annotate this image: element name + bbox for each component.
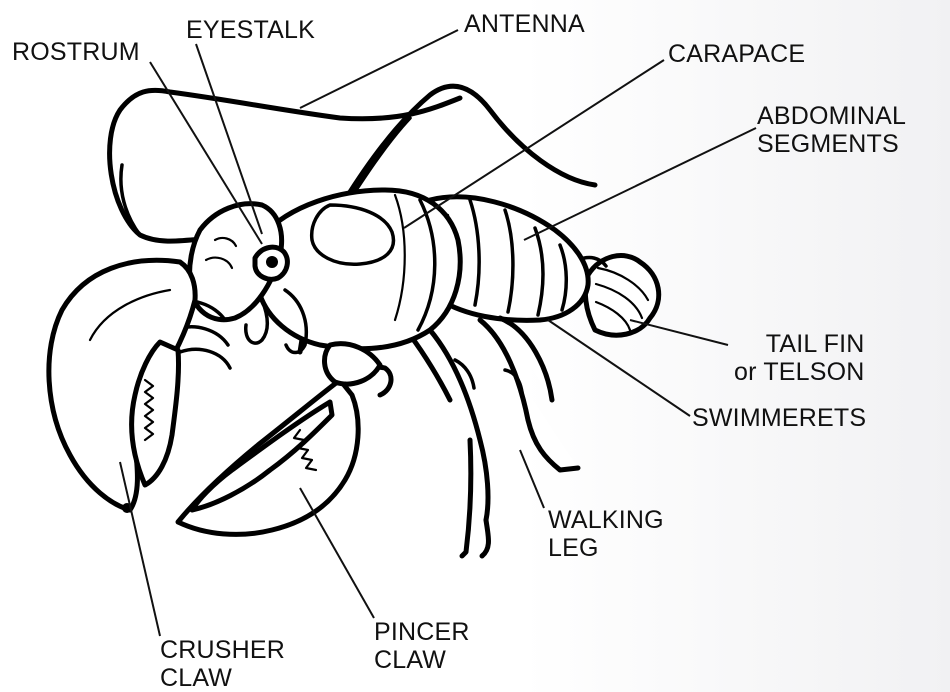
tail-fin [578,256,659,336]
leader-crusher [120,462,160,636]
label-swimmerets-text: SWIMMERETS [692,404,866,432]
label-eyestalk: EYESTALK [186,16,315,44]
label-tail-fin: TAIL FIN or TELSON [734,330,865,386]
leader-walking [520,450,544,508]
label-crusher-claw: CRUSHER CLAW [160,636,285,692]
label-crusher-line2: CLAW [160,664,285,692]
leader-tail [630,320,728,345]
label-rostrum-text: ROSTRUM [12,38,140,66]
label-tail-line2: or TELSON [734,358,865,386]
label-abdominal-line2: SEGMENTS [757,130,906,158]
label-walking-leg: WALKING LEG [548,506,664,562]
leader-abdominal [524,128,756,240]
label-pincer-line1: PINCER [374,618,470,646]
label-walking-line1: WALKING [548,506,664,534]
label-abdominal-segments: ABDOMINAL SEGMENTS [757,102,906,158]
pincer-claw [178,344,391,535]
label-pincer-line2: CLAW [374,646,470,674]
label-antenna-text: ANTENNA [464,10,585,38]
label-abdominal-line1: ABDOMINAL [757,102,906,130]
label-antenna: ANTENNA [464,10,585,38]
label-carapace: CARAPACE [668,40,805,68]
leader-carapace [404,60,664,228]
label-swimmerets: SWIMMERETS [692,404,866,432]
label-walking-line2: LEG [548,534,664,562]
label-crusher-line1: CRUSHER [160,636,285,664]
label-rostrum: ROSTRUM [12,38,140,66]
label-pincer-claw: PINCER CLAW [374,618,470,674]
leader-antenna [300,30,458,108]
leader-rostrum [150,62,262,244]
label-eyestalk-text: EYESTALK [186,16,315,44]
label-carapace-text: CARAPACE [668,40,805,68]
leader-pincer [300,488,374,618]
label-tail-line1: TAIL FIN [734,330,865,358]
